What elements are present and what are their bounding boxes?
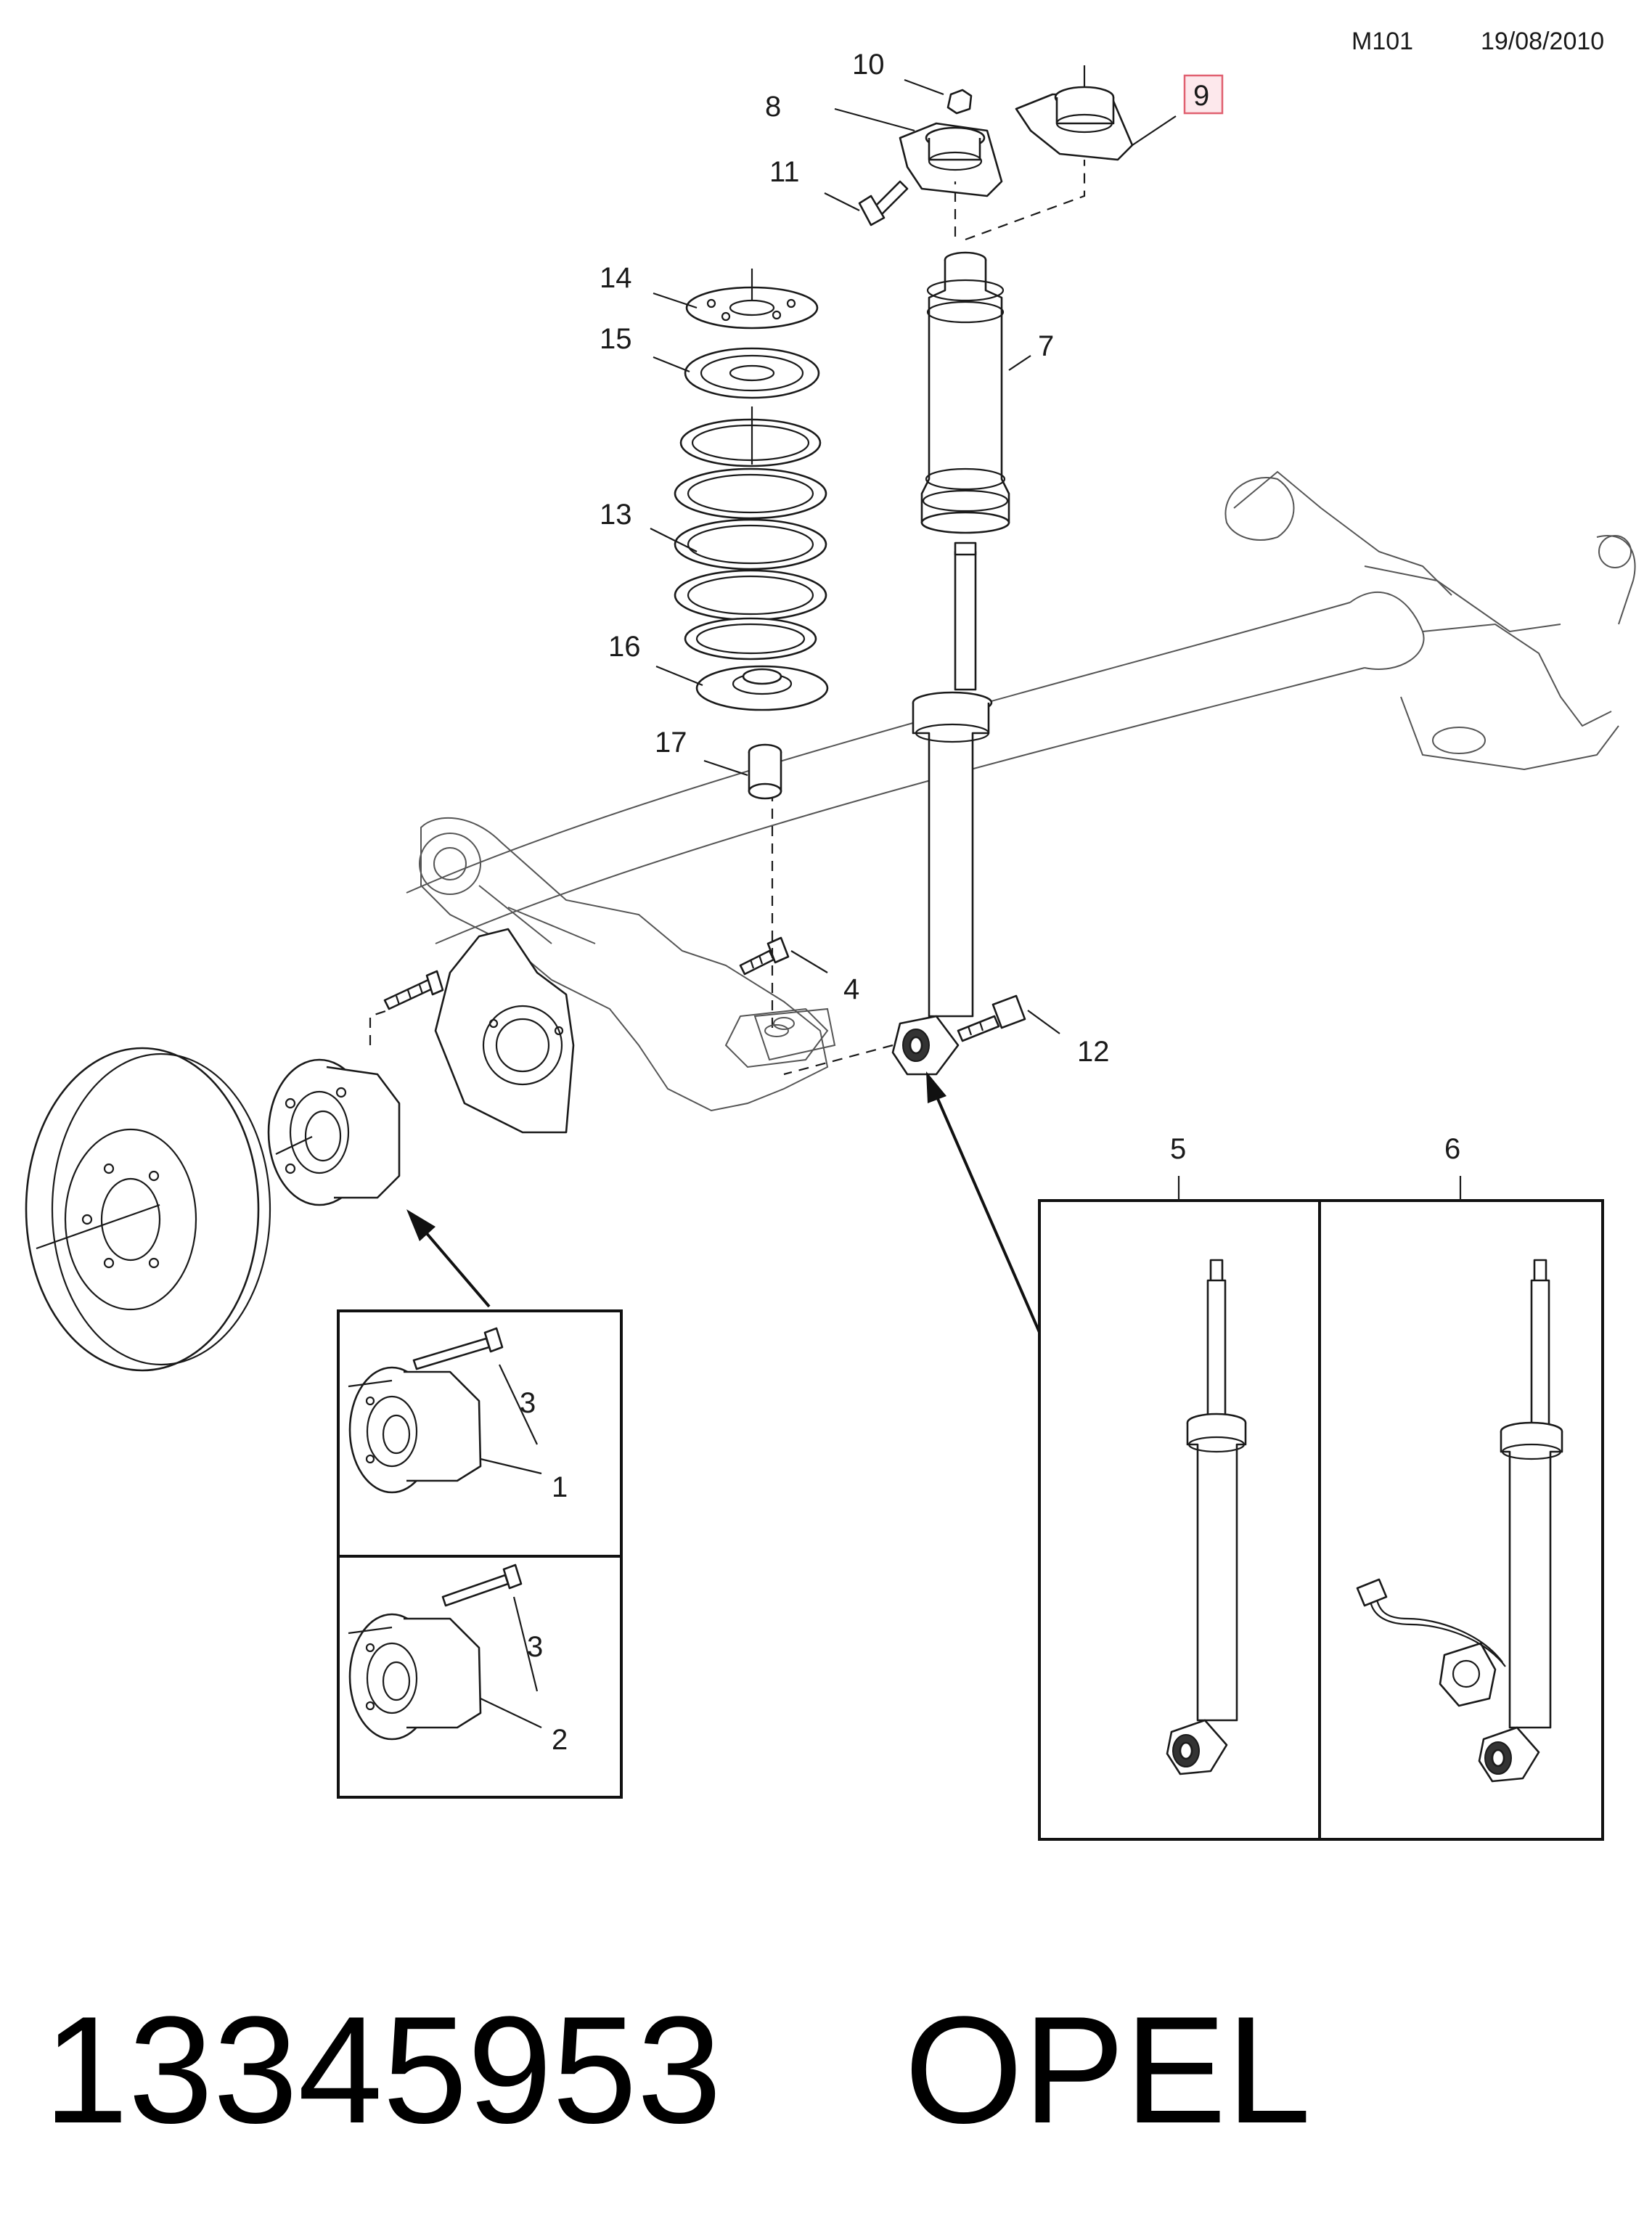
coil-spring-13: 13: [600, 406, 827, 661]
bump-stop-17: 17: [655, 727, 782, 800]
rear-axle-beam: [406, 470, 1636, 944]
pointer-arrow-hub: [406, 1209, 491, 1308]
top-mount-9: 9: [954, 65, 1224, 241]
shock-absorber-5: [1166, 1259, 1247, 1775]
brake-backing-plate: [434, 928, 575, 1134]
bolt-11: 11: [769, 156, 909, 226]
callout-6: 6: [1444, 1133, 1460, 1165]
diagram-code: M101: [1352, 28, 1413, 55]
hub-bearing: [267, 1007, 401, 1206]
spring-seat-pad: [724, 1007, 829, 1068]
hub-bearing-1: 3 1: [348, 1327, 568, 1503]
callout-9: 9: [1193, 80, 1209, 112]
footer-brand: OPEL: [904, 1984, 1311, 2155]
callout-5: 5: [1170, 1133, 1186, 1165]
hub-bolt: [383, 970, 444, 1010]
callout-4: 4: [843, 973, 859, 1005]
callout-14: 14: [600, 262, 632, 294]
callout-11: 11: [769, 156, 800, 188]
trailing-arm: [419, 817, 836, 1112]
pointer-arrow-shock: [926, 1071, 1042, 1336]
top-mount-8: 8: [765, 91, 1003, 197]
shock-variants-box: 5 6: [1038, 1133, 1604, 1841]
callout-3b: 3: [527, 1631, 543, 1663]
bolt-12: 12: [957, 994, 1110, 1068]
shock-absorber-7: 7: [783, 251, 1054, 1076]
diagram-date: 19/08/2010: [1481, 28, 1604, 55]
hub-variants-box: 3 1 3 2: [337, 1309, 623, 1799]
callout-10: 10: [852, 49, 885, 81]
spring-seat-15: 15: [600, 323, 820, 399]
callout-2: 2: [552, 1724, 568, 1756]
callout-1: 1: [552, 1471, 568, 1503]
upper-spring-insulator-14: 14: [600, 262, 819, 330]
callout-9-highlight: [1183, 74, 1224, 115]
callout-8: 8: [765, 91, 781, 123]
hub-bearing-2: 3 2: [348, 1563, 568, 1756]
shock-absorber-6: [1356, 1259, 1563, 1783]
callout-3a: 3: [520, 1387, 536, 1419]
callout-7: 7: [1038, 330, 1054, 362]
brake-disc: [25, 1047, 271, 1372]
callout-16: 16: [608, 631, 641, 663]
bolt-4: 4: [739, 936, 859, 1005]
callout-15: 15: [600, 323, 632, 355]
nut-10: 10: [852, 49, 973, 115]
callout-12: 12: [1077, 1036, 1110, 1068]
callout-13: 13: [600, 499, 632, 531]
lower-spring-seat-16: 16: [608, 631, 829, 711]
footer-part-number: 13345953: [44, 1984, 721, 2155]
callout-17: 17: [655, 727, 687, 759]
